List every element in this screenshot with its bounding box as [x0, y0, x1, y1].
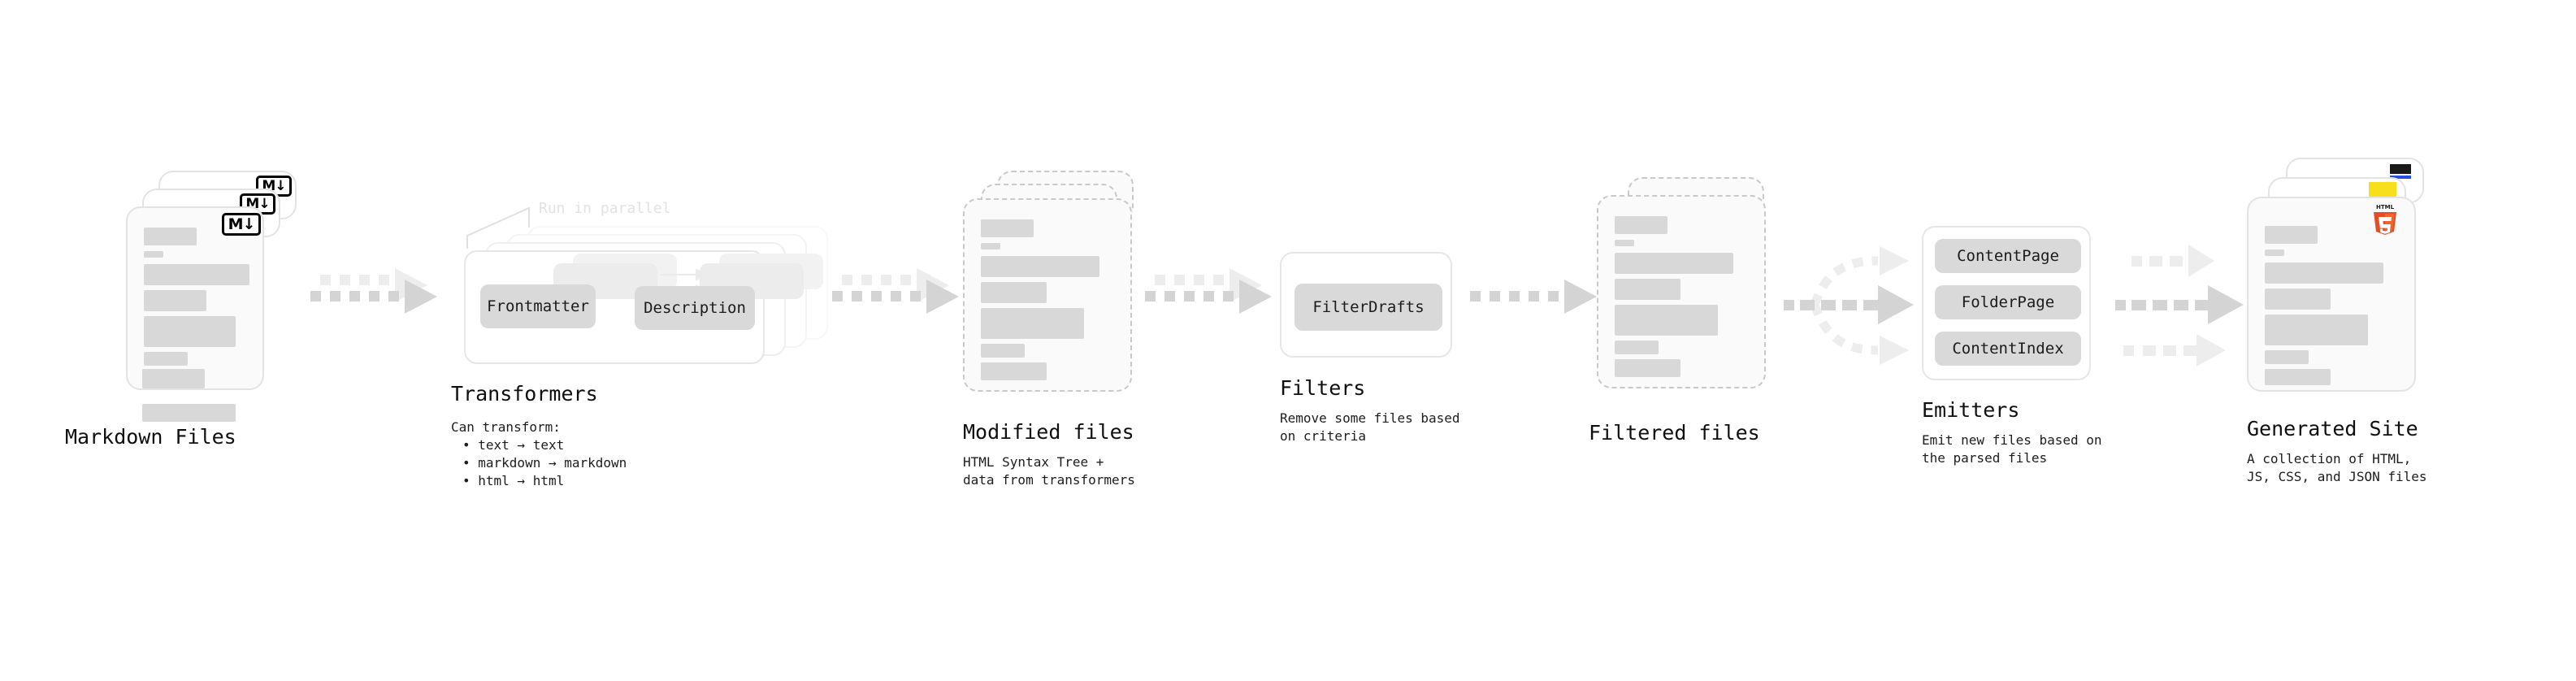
transformers-bullet-1: • markdown → markdown	[462, 455, 627, 471]
stage-title-filtered-files: Filtered files	[1589, 421, 1760, 445]
skeleton-line	[144, 352, 188, 366]
connector-emitters-to-site	[2115, 245, 2244, 367]
doc-card-front	[126, 206, 264, 390]
pill-folderpage[interactable]: FolderPage	[1935, 285, 2081, 319]
markdown-badge-front: M↓	[222, 213, 261, 236]
skeleton-line	[144, 228, 197, 245]
pill-filterdrafts[interactable]: FilterDrafts	[1295, 284, 1442, 331]
connector-transformers-to-modified	[832, 268, 959, 314]
modified-file-stack	[963, 171, 1138, 398]
skeleton-line	[2265, 314, 2368, 345]
connector-filtered-to-emitters	[1784, 246, 1914, 365]
stage-desc-transformers: Can transform:	[451, 419, 561, 435]
stage-title-transformers: Transformers	[451, 382, 598, 406]
skeleton-line	[981, 219, 1034, 237]
stage-desc-emitters: Emit new files based on the parsed files	[1922, 432, 2102, 466]
stage-desc-filters: Remove some files based on criteria	[1280, 410, 1460, 444]
skeleton-line	[1615, 216, 1667, 234]
skeleton-line	[2265, 226, 2318, 244]
filtered-file-stack	[1597, 177, 1772, 397]
pill-description[interactable]: Description	[635, 286, 755, 330]
stage-title-generated-site: Generated Site	[2247, 417, 2418, 440]
skeleton-line	[142, 369, 205, 388]
doc-card-front	[963, 198, 1132, 392]
html5-badge: HTML	[2374, 204, 2396, 235]
emitters-box: ContentPage FolderPage ContentIndex	[1922, 226, 2091, 380]
pill-contentpage[interactable]: ContentPage	[1935, 239, 2081, 273]
skeleton-line	[2265, 262, 2383, 284]
stage-desc-modified-files: HTML Syntax Tree + data from transformer…	[963, 454, 1135, 488]
doc-card-front	[2247, 197, 2416, 392]
skeleton-line	[2265, 249, 2284, 256]
skeleton-line	[981, 256, 1099, 277]
stage-title-modified-files: Modified files	[963, 420, 1134, 444]
skeleton-line	[144, 290, 206, 311]
transformers-bullet-0: • text → text	[462, 437, 565, 453]
stage-markdown-files: M↓ M↓ M↓ Markdown Files	[65, 171, 297, 449]
skeleton-line	[144, 264, 249, 285]
pill-contentindex[interactable]: ContentIndex	[1935, 332, 2081, 366]
skeleton-line	[142, 404, 236, 422]
connector-modified-to-filters	[1145, 268, 1272, 314]
js-badge	[2369, 182, 2396, 200]
skeleton-line	[1615, 305, 1718, 336]
generated-site-stack: HTML	[2247, 158, 2434, 393]
stage-filtered-files: Filtered files	[1589, 177, 1772, 445]
svg-text:HTML: HTML	[2376, 204, 2395, 210]
skeleton-line	[981, 362, 1047, 380]
skeleton-line	[981, 308, 1084, 339]
skeleton-line	[1615, 340, 1659, 354]
transformers-bullet-2: • html → html	[462, 473, 565, 488]
skeleton-line	[1615, 359, 1680, 377]
stage-title-markdown-files: Markdown Files	[65, 425, 236, 449]
connector-filters-to-filtered	[1470, 280, 1597, 314]
filters-box: FilterDrafts	[1280, 252, 1452, 358]
connector-md-to-transformers	[310, 268, 437, 314]
skeleton-line	[981, 344, 1025, 358]
skeleton-line	[981, 243, 1000, 249]
skeleton-line	[1615, 279, 1680, 300]
run-in-parallel-label: Run in parallel	[539, 200, 671, 217]
stage-generated-site: HTML Generated Site A collection of HTML…	[2247, 158, 2434, 484]
skeleton-line	[144, 251, 163, 258]
skeleton-line	[144, 316, 236, 347]
skeleton-line	[1615, 240, 1634, 246]
markdown-file-stack: M↓ M↓ M↓	[126, 171, 297, 390]
stage-modified-files: Modified files HTML Syntax Tree + data f…	[963, 171, 1138, 488]
skeleton-line	[2265, 369, 2331, 385]
css3-badge	[2390, 164, 2411, 179]
pill-frontmatter[interactable]: Frontmatter	[480, 284, 596, 328]
stage-desc-generated-site: A collection of HTML, JS, CSS, and JSON …	[2247, 451, 2427, 484]
skeleton-line	[2265, 288, 2331, 310]
run-in-parallel-bracket	[466, 206, 530, 249]
skeleton-line	[2265, 350, 2309, 364]
stage-title-filters: Filters	[1280, 376, 1366, 400]
skeleton-line	[981, 282, 1047, 303]
stage-title-emitters: Emitters	[1922, 398, 2020, 422]
doc-card-front	[1597, 195, 1766, 388]
skeleton-line	[1615, 253, 1733, 274]
